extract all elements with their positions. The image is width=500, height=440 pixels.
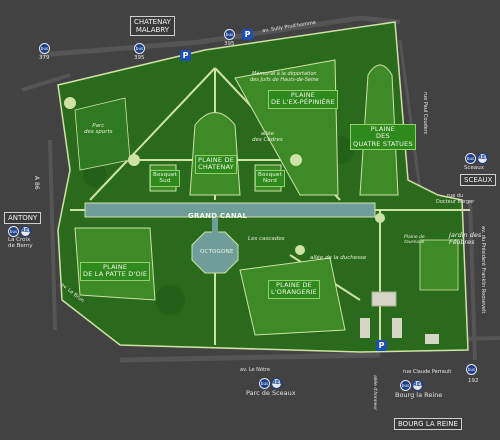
train-icon: RER [477, 153, 489, 164]
train-icon: RER [412, 380, 424, 391]
town-antony: ANTONY [4, 212, 42, 225]
town-bourg: BOURG LA REINE [394, 418, 462, 431]
jardin-felibres-label: Jardin des Félibres [449, 231, 482, 247]
bosquet-nord-label: Bosquet Nord [255, 170, 285, 187]
plaine-chatenay-label: PLAINE DE CHATENAY [195, 155, 238, 174]
train-icon: RER [271, 378, 283, 389]
street-le-notre: av. Le Nôtre [240, 367, 270, 373]
roundabouts [64, 97, 385, 255]
bourg-la-reine-label: Bourg la Reine [395, 391, 443, 399]
stables-building [392, 318, 402, 338]
plaine-quatre-statues-label: PLAINE DES QUATRE STATUES [350, 124, 416, 151]
street-pdt-roosevelt: av. du Président Franklin Roosevelt [480, 226, 486, 314]
bus-icon: bus [224, 29, 235, 40]
bus-192-label: 192 [468, 378, 479, 384]
cascades [212, 218, 218, 234]
sceaux-station-label: Sceaux [464, 165, 485, 171]
parc-sceaux-label: Parc de Sceaux [246, 389, 296, 397]
bus-icon: bus [259, 378, 270, 389]
octogone-label: OCTOGONE [200, 249, 234, 255]
bus-379-label: 379 [39, 55, 50, 61]
pavillon-aurore [425, 334, 439, 344]
grand-canal [84, 202, 376, 218]
street-docteur-berger: rue du Docteur Berger [436, 193, 475, 205]
bus-icon: bus [134, 43, 145, 54]
parking-icon: P [376, 340, 387, 351]
bus-icon: bus [400, 380, 411, 391]
train-icon: RER [20, 226, 32, 237]
bus-395a-label: 395 [134, 55, 145, 61]
grand-canal-label: GRAND CANAL [188, 212, 248, 220]
bosquet-sud-label: Bosquet Sud [150, 170, 180, 187]
street-a86: A 86 [33, 176, 40, 190]
chateau [371, 291, 397, 307]
allee-honneur-label: allée d'honneur [372, 375, 377, 411]
parking-icon: P [180, 50, 191, 61]
cascades-label: Les cascades [248, 236, 285, 242]
lawn-chatenay [189, 112, 241, 196]
plaine-patte-oie-label: PLAINE DE LA PATTE D'OIE [80, 262, 151, 281]
octogone-basin [191, 231, 239, 274]
la-croix-berny-label: La Croix de Berny [8, 237, 33, 250]
town-sceaux: SCEAUX [460, 174, 497, 187]
allee-duchesse-label: allée de la duchesse [310, 255, 367, 261]
bus-icon: bus [39, 43, 50, 54]
street-claude-perrault: rue Claude Perrault [403, 369, 452, 375]
street-paul-couderc: rue Paul Couderc [422, 92, 428, 135]
allee-cedres-label: allée des Cèdres [252, 131, 283, 144]
plaine-orangerie-label: PLAINE DE L'ORANGERIE [268, 280, 320, 299]
memorial-label: Mémorial à la déportation des Juifs de H… [250, 71, 319, 83]
bus-icon: bus [465, 153, 476, 164]
plaine-taureaux-label: Plaine de taureaux [404, 235, 425, 245]
parc-sports-label: Parc des sports [84, 123, 113, 136]
bus-395b-label: 395 [224, 41, 235, 47]
bus-icon: bus [8, 226, 19, 237]
orangerie-building [360, 318, 370, 338]
bus-icon: bus [466, 364, 477, 375]
plaine-ex-pepiniere-label: PLAINE DE L'EX-PÉPINIÈRE [268, 90, 338, 109]
parking-icon: P [242, 29, 253, 40]
jardin-felibres-area [419, 239, 459, 291]
town-chatenay: CHATENAY MALABRY [130, 16, 175, 37]
